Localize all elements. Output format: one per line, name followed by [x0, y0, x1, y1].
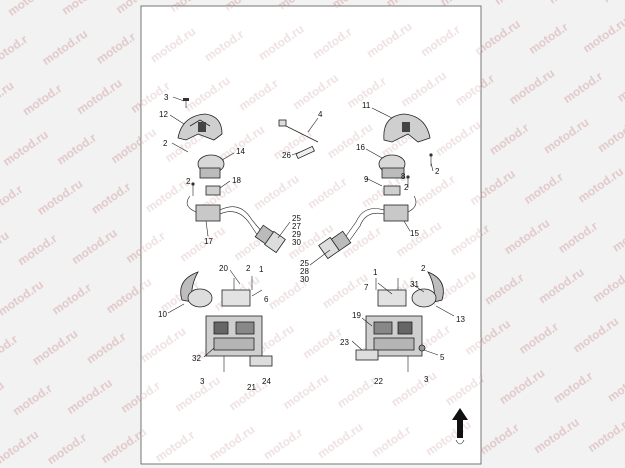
callout-18: 18 [232, 176, 241, 185]
callout-27: 27 [292, 222, 301, 231]
small-screw [429, 153, 433, 166]
callout-15: 15 [410, 229, 419, 238]
lower-left-switch-assembly [187, 276, 273, 372]
callout-3: 3 [164, 93, 169, 102]
callout-11: 11 [362, 101, 371, 110]
callout-14: 14 [236, 147, 245, 156]
screw [183, 98, 189, 108]
callouts: 3 12 2 14 2 18 17 4 26 11 16 8 2 9 2 15 … [158, 93, 465, 392]
callout-3: 3 [424, 375, 429, 384]
callout-2: 2 [435, 167, 440, 176]
callout-32: 32 [192, 354, 201, 363]
callout-1: 1 [259, 265, 264, 274]
callout-10: 10 [158, 310, 167, 319]
lower-right-switch-assembly [355, 278, 437, 372]
callout-2: 2 [421, 264, 426, 273]
callout-2: 2 [404, 183, 409, 192]
switch-block [383, 185, 401, 196]
callout-9: 9 [364, 175, 369, 184]
callout-3: 3 [200, 377, 205, 386]
callout-20: 20 [219, 264, 228, 273]
right-connector-harness [318, 195, 417, 260]
callout-19: 19 [352, 311, 361, 320]
upper-left-housing-cover [177, 113, 223, 141]
callout-30: 30 [292, 238, 301, 247]
cable-tie [278, 119, 319, 143]
callout-1: 1 [373, 268, 378, 277]
small-screw [406, 175, 410, 188]
callout-21: 21 [247, 383, 256, 392]
north-arrow [452, 408, 468, 445]
callout-16: 16 [356, 143, 365, 152]
callout-23: 23 [340, 338, 349, 347]
callout-24: 24 [262, 377, 271, 386]
callout-31: 31 [410, 280, 419, 289]
callout-8: 8 [401, 172, 406, 181]
callout-7: 7 [364, 283, 369, 292]
clip [295, 145, 315, 160]
switch-block [205, 185, 221, 196]
callout-5: 5 [440, 353, 445, 362]
callout-2: 2 [246, 264, 251, 273]
callout-4: 4 [318, 110, 323, 119]
small-screw [191, 182, 195, 196]
callout-6: 6 [264, 295, 269, 304]
callout-25: 25 [300, 259, 309, 268]
left-switch-body [197, 154, 225, 179]
callout-29: 29 [292, 230, 301, 239]
callout-2: 2 [186, 177, 191, 186]
left-connector-harness [186, 195, 286, 254]
callout-17: 17 [204, 237, 213, 246]
callout-22: 22 [374, 377, 383, 386]
right-switch-body [378, 154, 406, 179]
leader-lines [167, 96, 455, 358]
callout-30: 30 [300, 275, 309, 284]
upper-right-housing-cover [383, 113, 431, 143]
callout-12: 12 [159, 110, 168, 119]
callout-28: 28 [300, 267, 309, 276]
callout-13: 13 [456, 315, 465, 324]
callout-2: 2 [163, 139, 168, 148]
callout-25: 25 [292, 214, 301, 223]
callout-26: 26 [282, 151, 291, 160]
frame-watermark [141, 6, 481, 464]
